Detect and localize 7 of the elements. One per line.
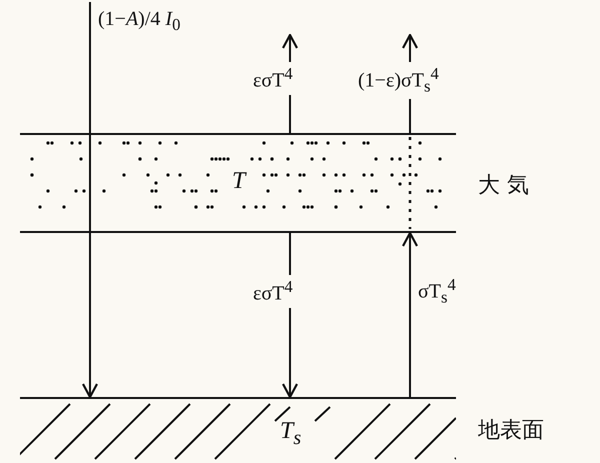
layer-name: 大 気	[478, 172, 529, 200]
arrow	[402, 232, 418, 397]
atmosphere-layer	[20, 133, 456, 233]
temperature-label: T	[232, 168, 246, 195]
edge-label: (1−A)/4 I$_{0}$	[98, 8, 180, 35]
arrow	[82, 2, 98, 398]
layer-name: 地表面	[478, 417, 544, 445]
